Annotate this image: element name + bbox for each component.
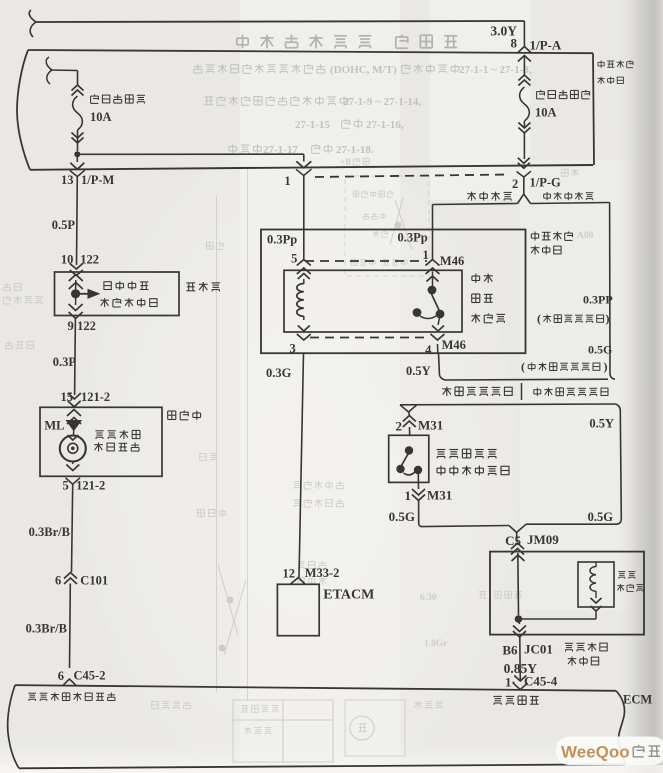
svg-text:0.5G: 0.5G: [389, 509, 415, 524]
svg-text:0.5P: 0.5P: [52, 218, 76, 232]
svg-text:27-1-15: 27-1-15: [295, 119, 330, 131]
svg-text:10A: 10A: [535, 106, 557, 120]
svg-text:2: 2: [512, 177, 518, 191]
svg-text:122: 122: [80, 252, 99, 266]
svg-text:10A: 10A: [90, 110, 112, 124]
svg-text:1: 1: [405, 488, 412, 503]
svg-text:M31: M31: [418, 418, 443, 433]
svg-text:27-1-1 ~ 27-1-8,: 27-1-1 ~ 27-1-8,: [459, 64, 532, 76]
svg-text:C101: C101: [80, 574, 108, 588]
svg-text:3.0Y: 3.0Y: [490, 23, 517, 38]
svg-text:0.3Pp: 0.3Pp: [267, 232, 297, 246]
svg-text:3: 3: [289, 341, 295, 355]
svg-text:(: (: [537, 312, 541, 326]
svg-text:0.5Y: 0.5Y: [406, 364, 431, 378]
svg-text:2: 2: [396, 419, 403, 434]
svg-text:8: 8: [511, 36, 518, 51]
svg-text:M33-2: M33-2: [305, 566, 340, 580]
svg-text:1/P-A: 1/P-A: [530, 37, 562, 52]
svg-text:0.3PP: 0.3PP: [583, 293, 613, 307]
svg-text:0.3Br/B: 0.3Br/B: [29, 525, 70, 539]
svg-text:6: 6: [55, 574, 61, 588]
svg-text:27-1-16,: 27-1-16,: [366, 119, 404, 131]
svg-text:1: 1: [422, 248, 428, 262]
svg-text:122: 122: [77, 319, 96, 333]
svg-text:M46: M46: [442, 338, 466, 352]
svg-text:ECM: ECM: [623, 693, 652, 707]
svg-text:0.5G: 0.5G: [588, 343, 612, 357]
svg-text:5: 5: [63, 479, 69, 493]
svg-text:6: 6: [58, 669, 64, 683]
svg-text:0.3G: 0.3G: [266, 366, 292, 380]
svg-text:0.5G: 0.5G: [588, 510, 614, 524]
svg-text:JM09: JM09: [527, 532, 559, 547]
svg-text:C45-2: C45-2: [74, 669, 106, 683]
svg-text:1/P-G: 1/P-G: [530, 176, 562, 190]
svg-text:A00: A00: [577, 231, 594, 241]
svg-text:B6: B6: [502, 643, 518, 658]
svg-text:(: (: [521, 360, 525, 374]
svg-text:C5: C5: [505, 533, 521, 548]
svg-text:15: 15: [61, 390, 74, 404]
svg-text:27-1-18.: 27-1-18.: [336, 144, 374, 156]
svg-text:13: 13: [61, 173, 74, 187]
svg-text:(DOHC, M/T): (DOHC, M/T): [330, 64, 397, 76]
svg-text:WeeQoo: WeeQoo: [561, 743, 630, 762]
svg-text:6.30: 6.30: [420, 593, 437, 603]
svg-text:1: 1: [284, 174, 290, 188]
svg-text:27-1-17: 27-1-17: [263, 144, 298, 156]
svg-text:0.3Br/B: 0.3Br/B: [26, 622, 67, 636]
svg-text:4: 4: [425, 343, 432, 357]
svg-text:): ): [606, 312, 610, 326]
svg-text:12: 12: [283, 567, 296, 581]
svg-text:): ): [604, 360, 608, 374]
svg-text:1.0Gr: 1.0Gr: [424, 639, 448, 649]
svg-text:ETACM: ETACM: [323, 588, 374, 603]
svg-text:121-2: 121-2: [81, 390, 110, 404]
svg-text:M46: M46: [440, 254, 464, 268]
svg-text:5: 5: [291, 251, 297, 265]
svg-text:1/P-M: 1/P-M: [81, 173, 115, 187]
svg-text:C45-4: C45-4: [524, 674, 558, 689]
svg-text:JC01: JC01: [524, 642, 553, 657]
svg-text:M31: M31: [427, 488, 452, 503]
svg-text:ML: ML: [44, 419, 64, 433]
svg-text:27-1-9 ~ 27-1-14,: 27-1-9 ~ 27-1-14,: [343, 96, 421, 108]
svg-text:+B: +B: [340, 157, 351, 167]
svg-text:1·: 1·: [505, 676, 515, 690]
svg-text:0.3P: 0.3P: [53, 355, 77, 369]
svg-text:10: 10: [61, 252, 74, 266]
svg-text:0.3Pp: 0.3Pp: [398, 231, 428, 245]
svg-text:9: 9: [68, 319, 74, 333]
svg-text:0.5Y: 0.5Y: [589, 417, 614, 431]
svg-text:121-2: 121-2: [76, 479, 105, 493]
